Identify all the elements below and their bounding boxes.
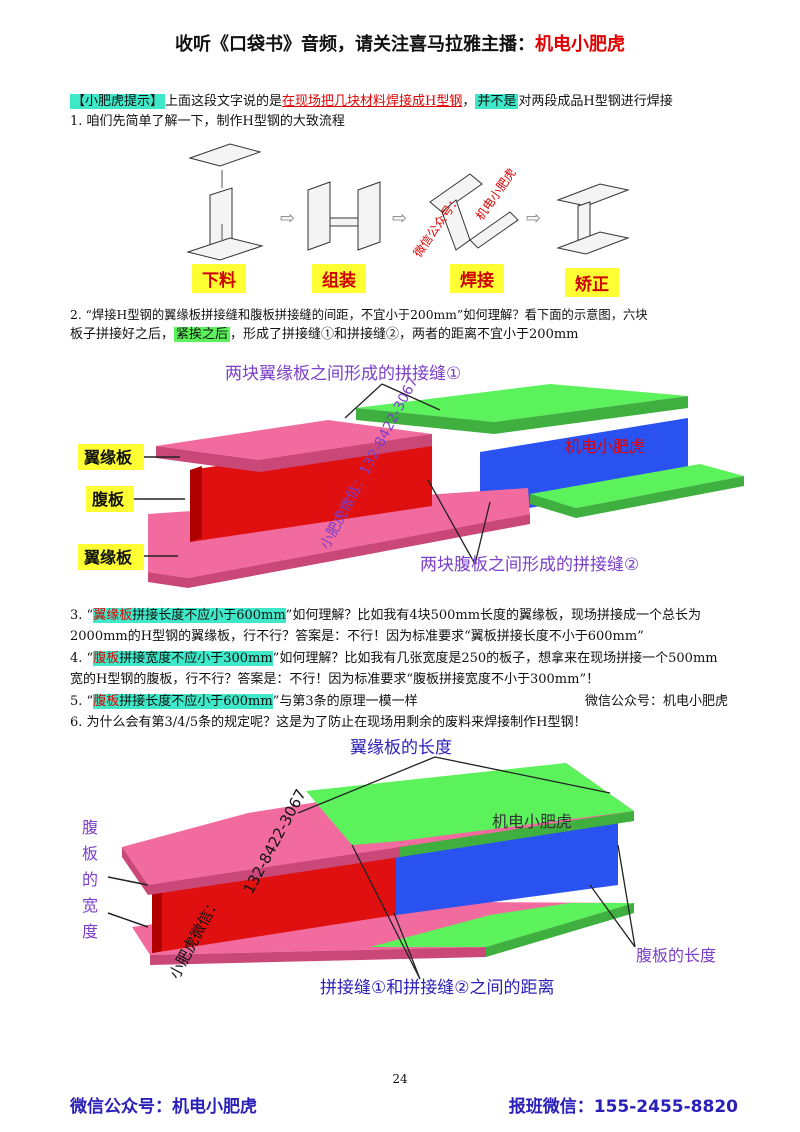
arrow-3-icon: ⇨ [526, 208, 541, 229]
arrow-1-icon: ⇨ [280, 208, 295, 229]
width-label-3: 的 [82, 870, 98, 889]
item-5-d: ”与第3条的原理一模一样 [272, 694, 418, 709]
item-4-c: 拼接宽度不应小于300mm [119, 651, 273, 666]
page-number: 24 [392, 1072, 408, 1086]
diagram1-bottom-label: 两块腹板之间形成的拼接缝② [420, 555, 639, 575]
width-label-5: 度 [82, 922, 98, 941]
item-4-line-1: 4. “腹板拼接宽度不应小于300mm”如何理解？比如我有几张宽度是250的板子… [70, 650, 718, 668]
straightened-figure [556, 183, 630, 255]
left-beam [148, 420, 530, 588]
flange-bottom-label-bg [78, 544, 144, 570]
tip-text-4: 并不是 [475, 94, 519, 109]
item-4-d: ”如何理解？比如我有几张宽度是250的板子，想拿来在现场拼接一个500mm [272, 651, 718, 666]
width-label-1: 腹 [82, 818, 98, 837]
item-3-line-2: 2000mm的H型钢的翼缘板，行不行？答案是：不行！因为标准要求“翼板拼接长度不… [70, 629, 644, 644]
top-flange-green [306, 763, 634, 845]
item-3-line-1: 3. “翼缘板拼接长度不应小于600mm”如何理解？比如我有4块500mm长度的… [70, 607, 701, 625]
item-4-b: 腹板 [93, 651, 120, 666]
cut-plates-figure [186, 143, 264, 261]
tip-label: 【小肥虎提示】 [70, 94, 166, 109]
flange-top-label-bg [78, 444, 144, 470]
flow-diagram: ⇨ ⇨ 微信公众号： 机电小肥虎 ⇨ [186, 143, 630, 261]
right-beam [356, 384, 744, 518]
item-6: 6. 为什么会有第3/4/5条的规定呢？这是为了防止在现场用剩余的废料来焊接制作… [70, 715, 587, 730]
step-weld: 焊接 [450, 264, 504, 293]
item-5-a: 5. “ [70, 694, 94, 709]
diagram1-brand: 机电小肥虎 [565, 437, 645, 456]
item-1: 1. 咱们先简单了解一下，制作H型钢的大致流程 [70, 114, 345, 129]
item-3-a: 3. “ [70, 608, 94, 623]
splice-diagram-2: 翼缘板的长度 机电小肥虎 132-8422-3067 小肥虎微信： 腹 板 的 … [82, 738, 716, 998]
step-cut: 下料 [192, 264, 246, 293]
item-2-text-c: ，形成了拼接缝①和拼接缝②，两者的距离不宜小于200mm [230, 327, 579, 342]
step-straighten: 矫正 [565, 268, 619, 297]
item-3-d: ”如何理解？比如我有4块500mm长度的翼缘板，现场拼接成一个总长为 [285, 608, 702, 623]
title-highlight: 机电小肥虎 [535, 34, 625, 55]
web-label: 腹板 [92, 490, 125, 509]
tip-text-2: 在现场把几块材料焊接成H型钢 [282, 94, 463, 109]
item-5-right: 微信公众号：机电小肥虎 [585, 694, 729, 709]
item-5-c: 拼接长度不应小于600mm [119, 694, 273, 709]
item-5-line: 5. “腹板拼接长度不应小于600mm”与第3条的原理一模一样 [70, 693, 418, 711]
tip-text-3: ， [462, 94, 476, 109]
flange-bottom-label: 翼缘板 [84, 548, 133, 567]
web-red [152, 847, 396, 953]
flange-top-label: 翼缘板 [84, 448, 133, 467]
tip-line: 【小肥虎提示】上面这段文字说的是在现场把几块材料焊接成H型钢，并不是对两段成品H… [70, 93, 673, 111]
footer-wechat-account: 微信公众号：机电小肥虎 [70, 1097, 257, 1117]
splice-diagram-1: 两块翼缘板之间形成的拼接缝① 翼缘板 腹板 翼缘板 机电小肥虎 小肥虎微信：13… [78, 364, 744, 588]
item-2-text-a: 板子拼接好之后， [70, 327, 175, 342]
item-2-highlight: 紧挨之后 [174, 327, 231, 342]
assembled-figure [307, 181, 381, 251]
welding-figure [429, 173, 519, 251]
width-label-4: 宽 [82, 896, 98, 915]
width-label-2: 板 [82, 844, 98, 863]
title-prefix: 收听《口袋书》音频，请关注喜马拉雅主播： [175, 34, 535, 55]
item-3-b: 翼缘板 [93, 608, 133, 623]
item-4-a: 4. “ [70, 651, 94, 666]
bottom-flange-green [370, 903, 634, 947]
diagram2-bottom-label: 拼接缝①和拼接缝②之间的距离 [320, 978, 554, 998]
tip-text-5: 对两段成品H型钢进行焊接 [518, 94, 673, 109]
item-2-line-2: 板子拼接好之后，紧挨之后，形成了拼接缝①和拼接缝②，两者的距离不宜小于200mm [70, 326, 579, 344]
tip-text-1: 上面这段文字说的是 [165, 94, 283, 109]
diagram2-brand: 机电小肥虎 [492, 812, 572, 831]
item-3-c: 拼接长度不应小于600mm [132, 608, 286, 623]
diagram1-top-label: 两块翼缘板之间形成的拼接缝① [225, 364, 461, 384]
page-title: 收听《口袋书》音频，请关注喜马拉雅主播：机电小肥虎 [0, 30, 800, 56]
web-label-bg [86, 486, 134, 512]
diagram2-top-label: 翼缘板的长度 [350, 738, 452, 758]
item-2-line-1: 2. “焊接H型钢的翼缘板拼接缝和腹板拼接缝的间距，不宜小于200mm”如何理解… [70, 308, 648, 322]
diagram2-right-label: 腹板的长度 [636, 946, 716, 965]
arrow-2-icon: ⇨ [392, 208, 407, 229]
item-5-b: 腹板 [93, 694, 120, 709]
item-4-line-2: 宽的H型钢的腹板，行不行？答案是：不行！因为标准要求“腹板拼接宽度不小于300m… [70, 672, 600, 687]
step-assemble: 组装 [312, 264, 366, 293]
footer-class-contact: 报班微信：155-2455-8820 [508, 1097, 738, 1117]
